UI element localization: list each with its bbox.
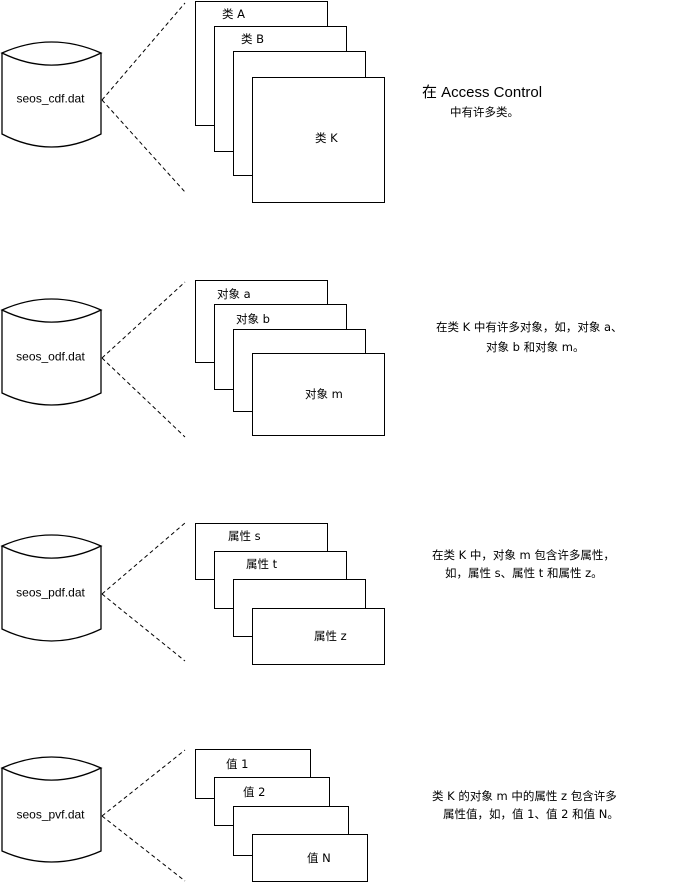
hierarchy-level-values: seos_pvf.dat 值 1 值 2 值 N 类 K 的对象 m 中的属性 z 包含…	[0, 748, 619, 882]
database-cylinder-icon: seos_odf.dat	[0, 298, 103, 406]
record-card: 值 N	[251, 833, 369, 882]
data-file-label: seos_odf.dat	[16, 350, 85, 364]
record-card-frame	[251, 607, 386, 666]
database-cylinder-icon: seos_pvf.dat	[0, 756, 103, 863]
record-card: 对象 m	[251, 352, 386, 437]
record-stack: 类 A 类 B 类 K	[194, 0, 386, 204]
record-card-frame	[251, 352, 386, 437]
database-cylinder-icon: seos_cdf.dat	[0, 41, 103, 148]
level-description: 在类 K 中，对象 m 包含许多属性， 如，属性 s、属性 t 和属性 z。	[432, 548, 615, 580]
cylinder-top	[0, 41, 103, 66]
level-description: 在 Access Control 中有许多类。	[422, 84, 542, 119]
cylinder-body	[1, 546, 102, 642]
expand-leader-line-top	[101, 749, 186, 817]
record-card-label: 对象 a	[217, 287, 251, 301]
database-cylinder-icon: seos_pdf.dat	[0, 534, 103, 642]
data-file-label: seos_cdf.dat	[16, 92, 85, 106]
cylinder-top	[0, 756, 103, 781]
record-card-label: 属性 z	[314, 629, 347, 643]
cylinder-top	[0, 298, 103, 323]
record-stack: 属性 s 属性 t 属性 z	[194, 522, 386, 666]
record-card-label: 属性 t	[246, 557, 278, 571]
record-card-label: 类 K	[315, 131, 338, 145]
hierarchy-level-properties: seos_pdf.dat 属性 s 属性 t 属性 z 在类 K 中，对象 m 包含许多…	[0, 522, 615, 666]
expand-leader-line-bottom	[101, 593, 186, 662]
level-description: 在类 K 中有许多对象，如，对象 a、对象 b 和对象 m。	[436, 320, 623, 354]
record-stack: 值 1 值 2 值 N	[194, 748, 369, 882]
description-line: 在类 K 中，对象 m 包含许多属性，	[432, 548, 615, 562]
hierarchy-level-classes: seos_cdf.dat 类 A 类 B 类 K 在 Access Control 中有许…	[0, 0, 542, 204]
description-line: 类 K 的对象 m 中的属性 z 包含许多	[432, 789, 617, 803]
cylinder-top	[0, 534, 103, 559]
description-line: 属性值，如，值 1、值 2 和值 N。	[443, 807, 619, 821]
expand-leader-line-bottom	[101, 357, 186, 438]
record-card-frame	[251, 833, 369, 882]
record-card-label: 类 A	[222, 7, 245, 21]
expand-leader-line-top	[101, 2, 186, 101]
record-stack: 对象 a 对象 b 对象 m	[194, 279, 386, 437]
record-card: 属性 z	[251, 607, 386, 666]
description-line: 在类 K 中有许多对象，如，对象 a、	[436, 320, 623, 334]
cylinder-body	[1, 53, 102, 148]
record-card: 类 K	[251, 76, 386, 204]
expand-leader-line-bottom	[101, 815, 186, 882]
expand-leader-line-top	[101, 281, 186, 359]
hierarchy-level-objects: seos_odf.dat 对象 a 对象 b 对象 m 在类 K 中有许多对象，如，对象…	[0, 279, 623, 438]
record-card-frame	[251, 76, 386, 204]
record-card-label: 对象 m	[305, 387, 343, 401]
record-card-label: 值 2	[243, 785, 265, 799]
record-card-label: 对象 b	[236, 312, 270, 326]
record-card-label: 属性 s	[228, 529, 261, 543]
description-line: 在 Access Control	[422, 84, 542, 101]
description-line: 对象 b 和对象 m。	[486, 340, 584, 354]
data-file-label: seos_pvf.dat	[16, 808, 85, 822]
cylinder-body	[1, 768, 102, 863]
cylinder-body	[1, 310, 102, 406]
record-card-label: 类 B	[241, 32, 264, 46]
data-file-label: seos_pdf.dat	[16, 586, 85, 600]
record-card-label: 值 1	[226, 757, 248, 771]
record-card-label: 值 N	[307, 851, 331, 865]
expand-leader-line-bottom	[101, 99, 186, 193]
expand-leader-line-top	[101, 522, 186, 595]
description-line: 中有许多类。	[450, 105, 519, 119]
description-line: 如，属性 s、属性 t 和属性 z。	[445, 566, 603, 580]
